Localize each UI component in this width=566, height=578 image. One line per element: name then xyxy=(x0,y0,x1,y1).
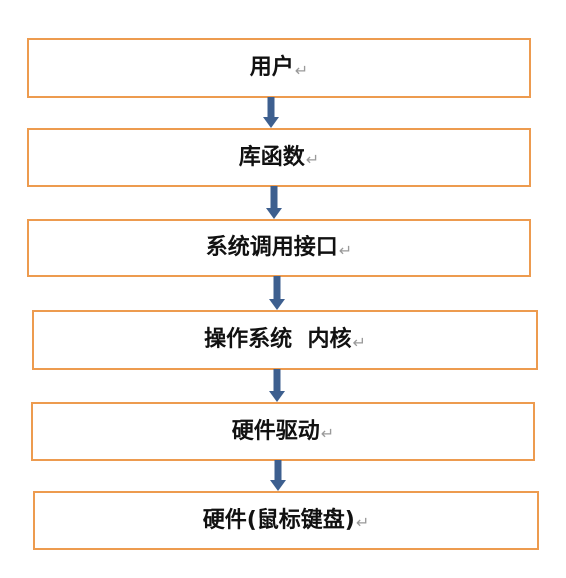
layer-label-library-functions: 库函数 xyxy=(238,144,305,170)
layer-box-hardware-driver: 硬件驱动↵ xyxy=(31,402,535,461)
layer-box-user: 用户↵ xyxy=(27,38,531,98)
layer-label-hardware: 硬件(鼠标键盘) xyxy=(202,507,355,533)
return-mark-icon: ↵ xyxy=(352,332,366,352)
return-mark-icon: ↵ xyxy=(355,513,370,532)
layer-label-hardware-driver: 硬件驱动 xyxy=(231,418,320,444)
layer-box-os-kernel: 操作系统 内核↵ xyxy=(32,310,538,370)
layer-label-user: 用户 xyxy=(249,55,294,80)
layer-label-os-kernel: 操作系统 内核 xyxy=(204,327,352,352)
return-mark-icon: ↵ xyxy=(294,60,309,80)
layer-box-hardware: 硬件(鼠标键盘)↵ xyxy=(33,491,539,550)
arrow-down-icon xyxy=(270,460,286,491)
arrow-down-icon xyxy=(263,97,279,128)
arrow-down-icon xyxy=(266,186,282,219)
layer-box-system-call-interface: 系统调用接口↵ xyxy=(27,219,531,277)
layer-box-library-functions: 库函数↵ xyxy=(27,128,531,187)
return-mark-icon: ↵ xyxy=(320,424,335,443)
arrow-down-icon xyxy=(269,276,285,310)
return-mark-icon: ↵ xyxy=(305,150,320,169)
arrow-down-icon xyxy=(269,369,285,402)
return-mark-icon: ↵ xyxy=(338,240,353,260)
layer-label-system-call-interface: 系统调用接口 xyxy=(205,235,338,260)
